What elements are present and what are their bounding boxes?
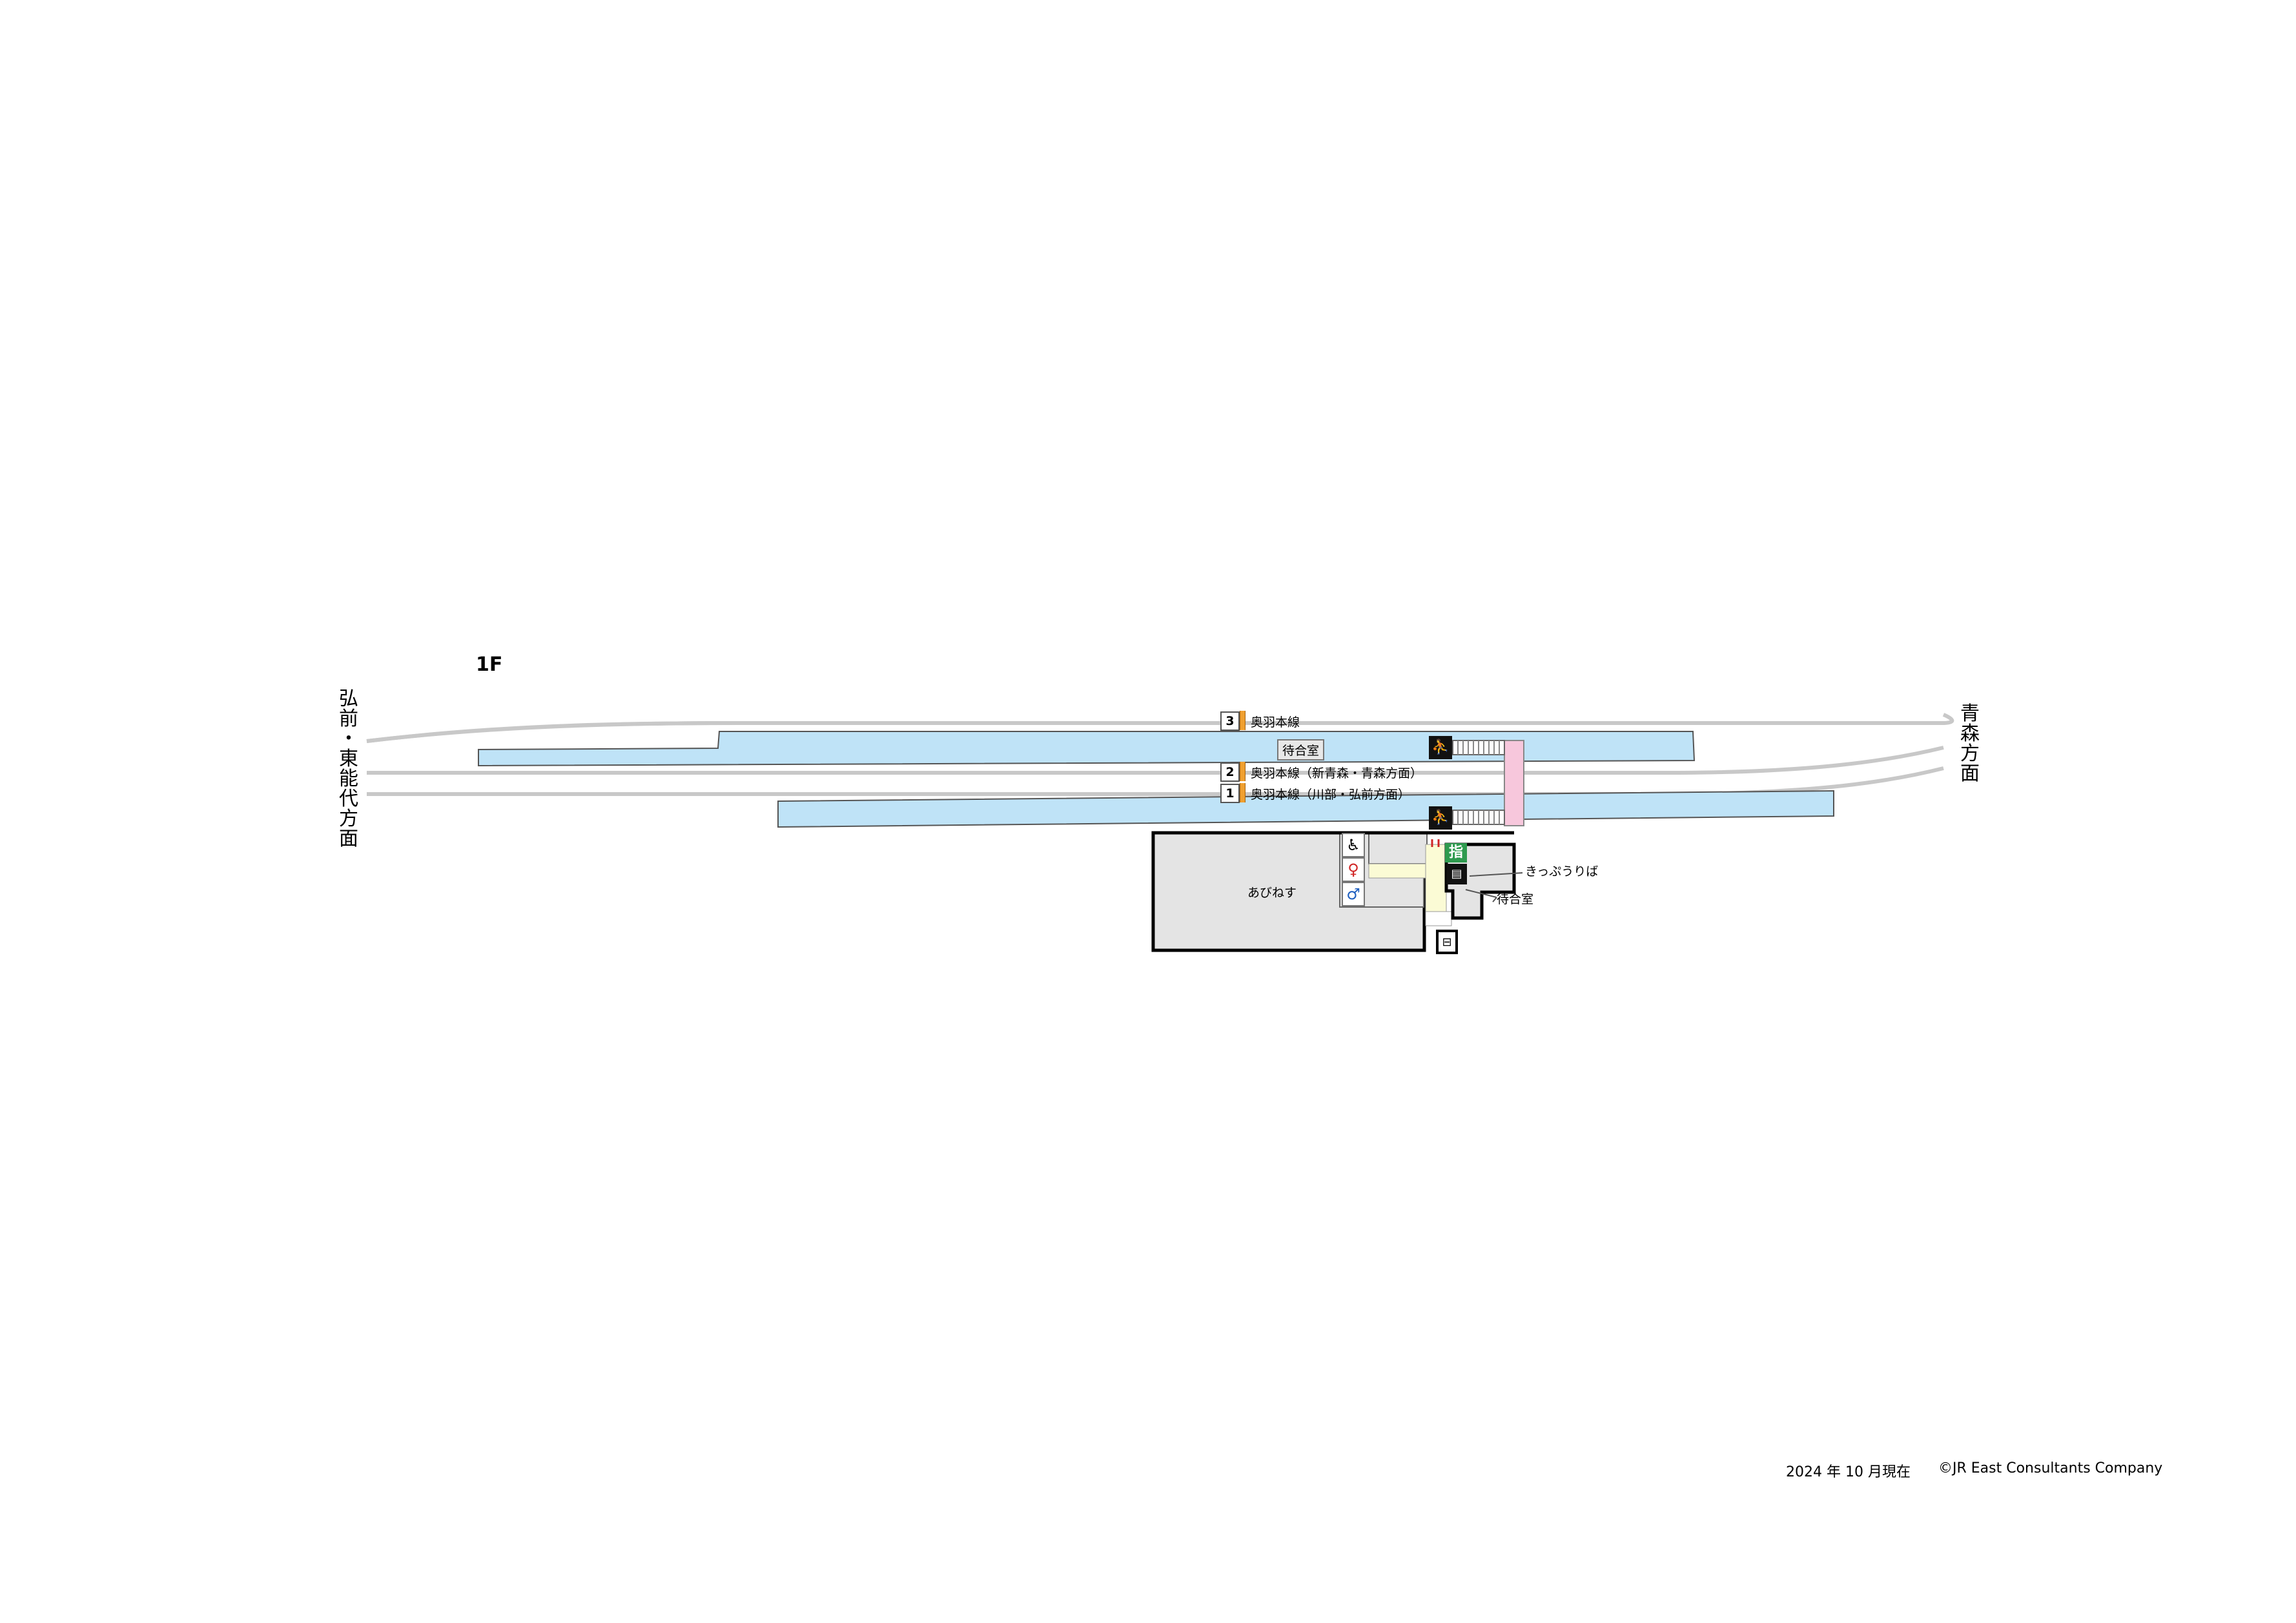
direction-west-char: 方 bbox=[339, 808, 358, 830]
toilet-entry bbox=[1368, 863, 1428, 879]
track-3-rail-west bbox=[366, 721, 711, 743]
direction-west-char: 代 bbox=[339, 788, 358, 810]
direction-east-char: 面 bbox=[1960, 762, 1980, 785]
man-icon: ♂ bbox=[1342, 882, 1365, 906]
concourse bbox=[1425, 844, 1447, 912]
locker-area bbox=[1436, 930, 1458, 954]
direction-east-char: 森 bbox=[1960, 722, 1980, 745]
ticket-machine-icon: ▤ bbox=[1446, 864, 1467, 884]
direction-east-char: 青 bbox=[1960, 702, 1980, 725]
floor-label: 1F bbox=[476, 653, 503, 676]
footer-copyright: ©JR East Consultants Company bbox=[1938, 1460, 2163, 1476]
concourse-lower bbox=[1425, 911, 1452, 926]
direction-west: 弘 前 ・ 東 能 代 方 面 bbox=[337, 689, 360, 849]
stairs-icon: ⛹ bbox=[1429, 736, 1452, 759]
direction-west-char: 弘 bbox=[339, 688, 358, 710]
platform-waiting-room: 待合室 bbox=[1277, 739, 1325, 760]
footbridge bbox=[1504, 740, 1524, 826]
toilet-corridor bbox=[1368, 832, 1428, 864]
direction-west-char: ・ bbox=[339, 728, 358, 750]
stairs-icon: ⛹ bbox=[1429, 806, 1452, 830]
wheelchair-icon: ♿ bbox=[1342, 833, 1365, 857]
waiting-room-label: 待合室 bbox=[1497, 892, 1534, 906]
track-1-line: 奥羽本線（川部・弘前方面） bbox=[1251, 788, 1411, 802]
track-2-rail-east bbox=[1678, 746, 1944, 775]
reserved-seat-icon: 指 bbox=[1445, 843, 1467, 863]
direction-west-char: 東 bbox=[339, 748, 358, 770]
track-number-2: 2 bbox=[1220, 762, 1240, 782]
direction-west-char: 能 bbox=[339, 768, 358, 790]
track-2-marker bbox=[1240, 762, 1245, 781]
direction-west-char: 前 bbox=[339, 708, 358, 730]
track-3-marker bbox=[1240, 711, 1245, 730]
leader-waiting bbox=[1465, 889, 1497, 898]
ticket-office bbox=[1444, 842, 1516, 920]
track-number-1: 1 bbox=[1220, 784, 1240, 803]
footer-date: 2024 年 10 月現在 bbox=[1786, 1464, 1911, 1480]
stairs-lower-steps bbox=[1457, 810, 1500, 824]
track-3-line: 奥羽本線 bbox=[1251, 715, 1300, 730]
ticket-office-label: きっぷうりば bbox=[1525, 864, 1599, 879]
direction-east-char: 方 bbox=[1960, 742, 1980, 765]
direction-east: 青 森 方 面 bbox=[1958, 704, 1982, 784]
stairs-upper-steps bbox=[1457, 740, 1500, 755]
direction-west-char: 面 bbox=[339, 828, 358, 850]
track-2-line: 奥羽本線（新青森・青森方面） bbox=[1251, 766, 1423, 781]
locker-icon: ⊟ bbox=[1442, 935, 1452, 949]
track-1-marker bbox=[1240, 783, 1245, 802]
island-platform bbox=[478, 731, 1696, 767]
woman-icon: ♀ bbox=[1342, 857, 1365, 882]
shop-label: あびねす bbox=[1247, 886, 1297, 900]
leader-ticket bbox=[1469, 872, 1523, 877]
leader-waiting-2 bbox=[1492, 897, 1497, 903]
side-platform bbox=[777, 790, 1834, 828]
track-number-3: 3 bbox=[1220, 711, 1240, 731]
